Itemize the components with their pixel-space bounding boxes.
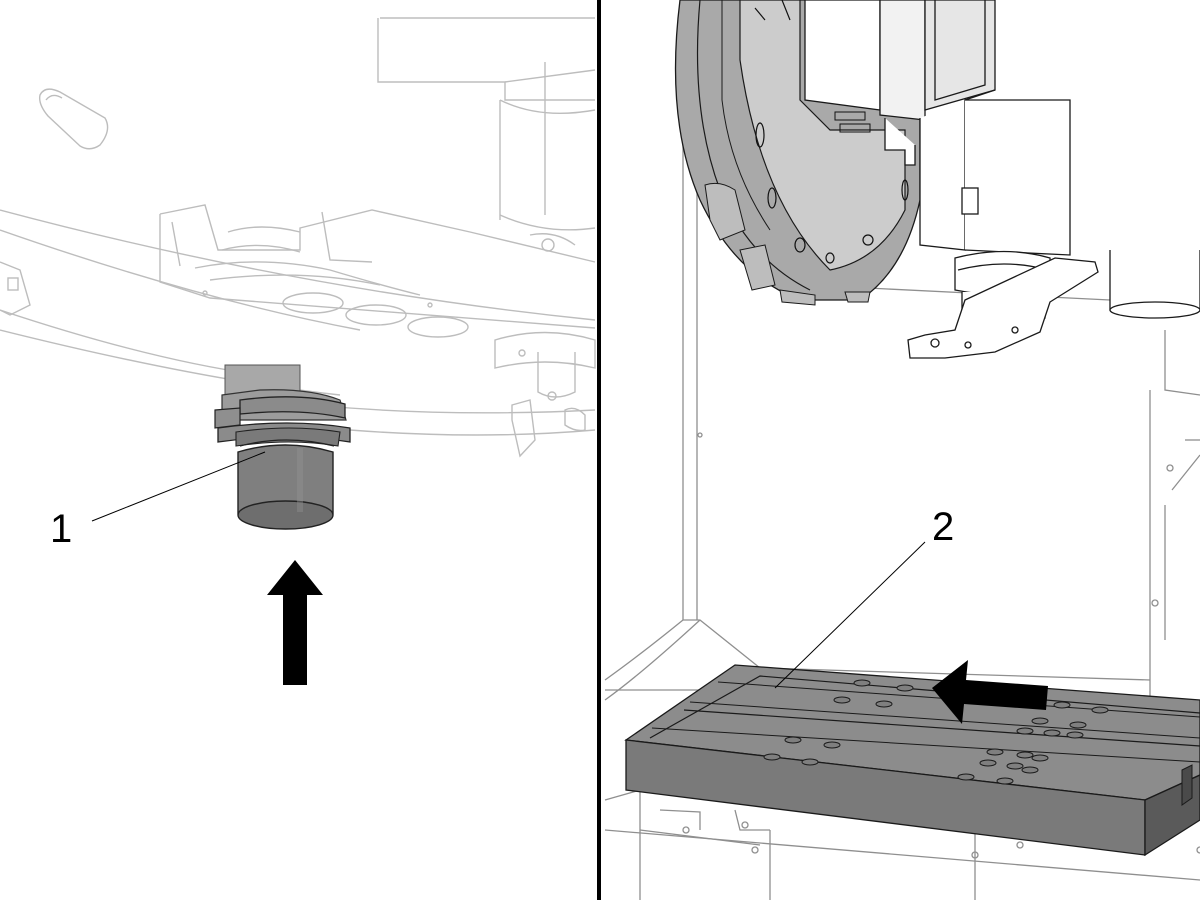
callout-1-label: 1	[50, 507, 72, 551]
callout-2-label: 2	[932, 505, 954, 549]
tool-holder	[214, 364, 351, 530]
machine-table	[624, 664, 1200, 857]
callout-2-leader-line	[774, 541, 926, 689]
callout-1-leader-line	[91, 451, 266, 522]
panel-divider	[597, 0, 601, 900]
left-panel: 1	[0, 17, 596, 685]
left-arrow	[932, 660, 1048, 724]
callout-2: 2	[774, 505, 954, 689]
spindle-head	[804, 0, 1200, 359]
callout-1: 1	[50, 451, 266, 551]
right-panel: 2	[604, 0, 1200, 900]
up-arrow	[267, 560, 323, 685]
